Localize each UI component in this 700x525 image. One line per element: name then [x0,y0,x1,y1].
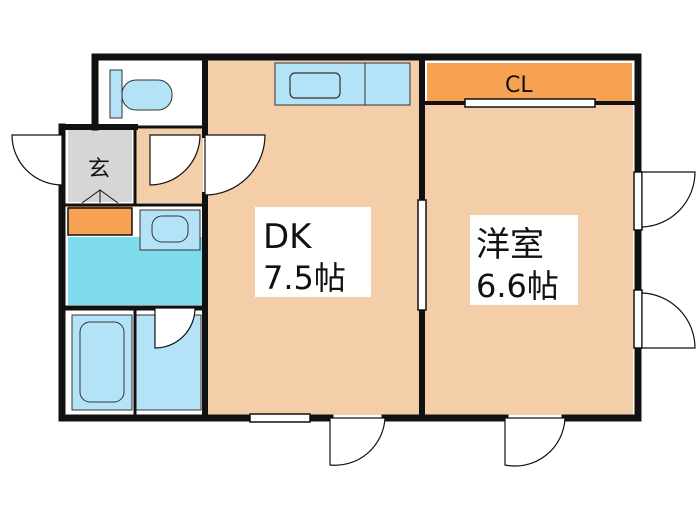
entrance-label: 玄 [88,157,110,182]
door-swings [11,134,696,467]
dk-label-box [255,207,371,297]
toilet-tank [109,69,123,119]
windows [249,98,643,423]
wash-basin-bowl [151,215,189,243]
western-label-box [470,215,578,305]
closet-floor [427,63,632,101]
shoe-cabinet-front [67,207,133,236]
dk-room-size: 7.5帖 [263,259,346,297]
closet-label: CL [505,73,533,98]
western-room-name: 洋室 [476,225,544,265]
bathtub-inner [79,321,125,403]
toilet-bowl [121,79,173,111]
shoe-box-doors [81,189,119,204]
dk-room-name: DK [263,217,313,257]
western-room-size: 6.6帖 [476,267,559,305]
kitchen-sink [289,72,341,99]
